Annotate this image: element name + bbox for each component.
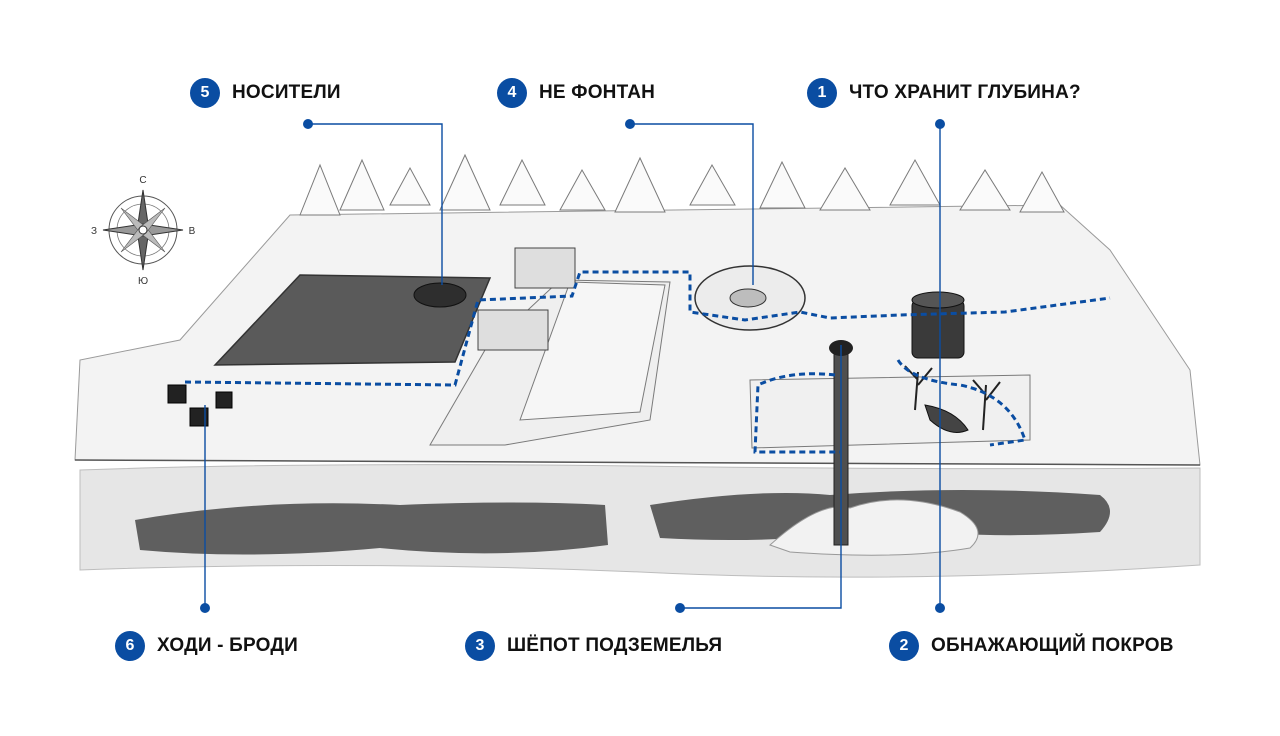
compass-east: В [189, 226, 196, 237]
pavilion-2 [477, 309, 549, 351]
label-point-5: 5 НОСИТЕЛИ [190, 76, 341, 110]
bare-trees [904, 365, 1001, 431]
leader-line-4 [630, 123, 754, 285]
point-title: НОСИТЕЛИ [232, 82, 341, 103]
label-point-4: 4 НЕ ФОНТАН [497, 76, 655, 110]
lawn-center [519, 281, 666, 421]
carriers-installation [413, 282, 467, 308]
point-badge: 2 [889, 631, 919, 661]
point-title: НЕ ФОНТАН [539, 82, 656, 103]
cubes [167, 384, 233, 427]
compass-west: З [91, 226, 97, 237]
compass-south: Ю [138, 276, 148, 287]
depth-cylinder [911, 299, 965, 359]
walking-route [184, 270, 1111, 454]
compass-north: С [139, 175, 146, 186]
pavilion-1 [514, 247, 576, 289]
trees-back [299, 153, 1065, 216]
label-point-6: 6 ХОДИ - БРОДИ [115, 629, 298, 663]
ground-front-edge [74, 459, 1201, 466]
fountain-bowl [729, 288, 767, 308]
point-title: ШЁПОТ ПОДЗЕМЕЛЬЯ [507, 635, 723, 656]
callout-dots [200, 119, 945, 613]
underground-cave-left [135, 502, 608, 555]
label-point-1: 1 ЧТО ХРАНИТ ГЛУБИНА? [807, 76, 1081, 110]
point-badge: 5 [190, 78, 220, 108]
lawn-right [749, 374, 1031, 449]
point-title: ОБНАЖАЮЩИЙ ПОКРОВ [931, 635, 1174, 656]
point-title: ЧТО ХРАНИТ ГЛУБИНА? [849, 82, 1081, 103]
dark-stream [924, 404, 969, 433]
label-point-3: 3 ШЁПОТ ПОДЗЕМЕЛЬЯ [465, 629, 722, 663]
point-badge: 1 [807, 78, 837, 108]
compass-rose [102, 189, 184, 271]
point-title: ХОДИ - БРОДИ [157, 635, 298, 656]
point-badge: 3 [465, 631, 495, 661]
leader-line-5 [308, 123, 443, 285]
point-badge: 6 [115, 631, 145, 661]
callout-lines [204, 123, 941, 609]
leader-line-3 [680, 345, 842, 609]
label-point-2: 2 ОБНАЖАЮЩИЙ ПОКРОВ [889, 629, 1174, 663]
point-badge: 4 [497, 78, 527, 108]
